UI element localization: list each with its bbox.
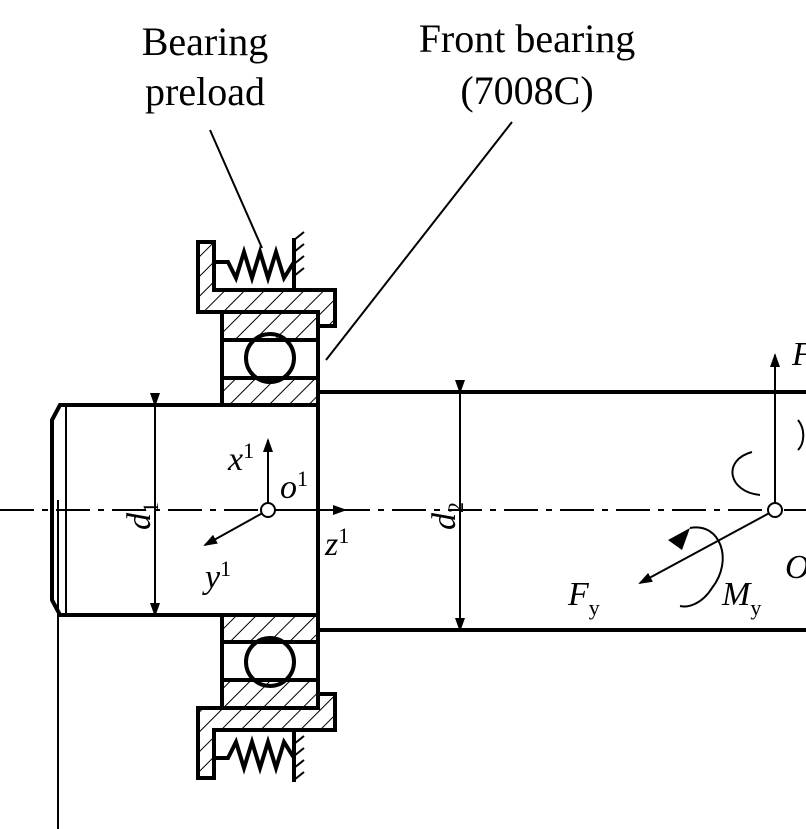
preload-label-line2: preload xyxy=(145,69,265,114)
y1-label: y1 xyxy=(202,556,231,596)
origin-O xyxy=(767,502,783,518)
preload-housing-lower xyxy=(196,692,337,782)
o1-label: o1 xyxy=(280,466,308,506)
front-bearing-lower xyxy=(220,613,320,710)
x1-label: x1 xyxy=(227,438,254,478)
svg-text:d1: d1 xyxy=(121,502,163,530)
front-bearing-upper xyxy=(220,310,320,407)
fy-label: Fy xyxy=(567,576,600,620)
load-point xyxy=(638,353,805,608)
z1-label: z1 xyxy=(324,523,349,563)
my-label: My xyxy=(721,576,761,620)
d1-label: d1 xyxy=(121,502,163,530)
svg-text:d2: d2 xyxy=(426,502,468,530)
origin-o1 xyxy=(260,502,276,518)
f-cut-label: F xyxy=(791,336,806,373)
front-bearing-label-line1: Front bearing xyxy=(419,16,636,61)
front-bearing-label-line2: (7008C) xyxy=(460,68,593,113)
front-bearing-leader xyxy=(325,121,513,361)
preload-label-line1: Bearing xyxy=(142,19,269,64)
local-coordinate-system xyxy=(203,438,347,546)
d2-label: d2 xyxy=(426,502,468,530)
preload-leader xyxy=(209,129,263,249)
moment-upper-arc xyxy=(731,419,805,496)
preload-housing-upper xyxy=(196,231,337,328)
moment-my-arc xyxy=(679,526,724,608)
o-cut-label: O xyxy=(785,549,806,586)
